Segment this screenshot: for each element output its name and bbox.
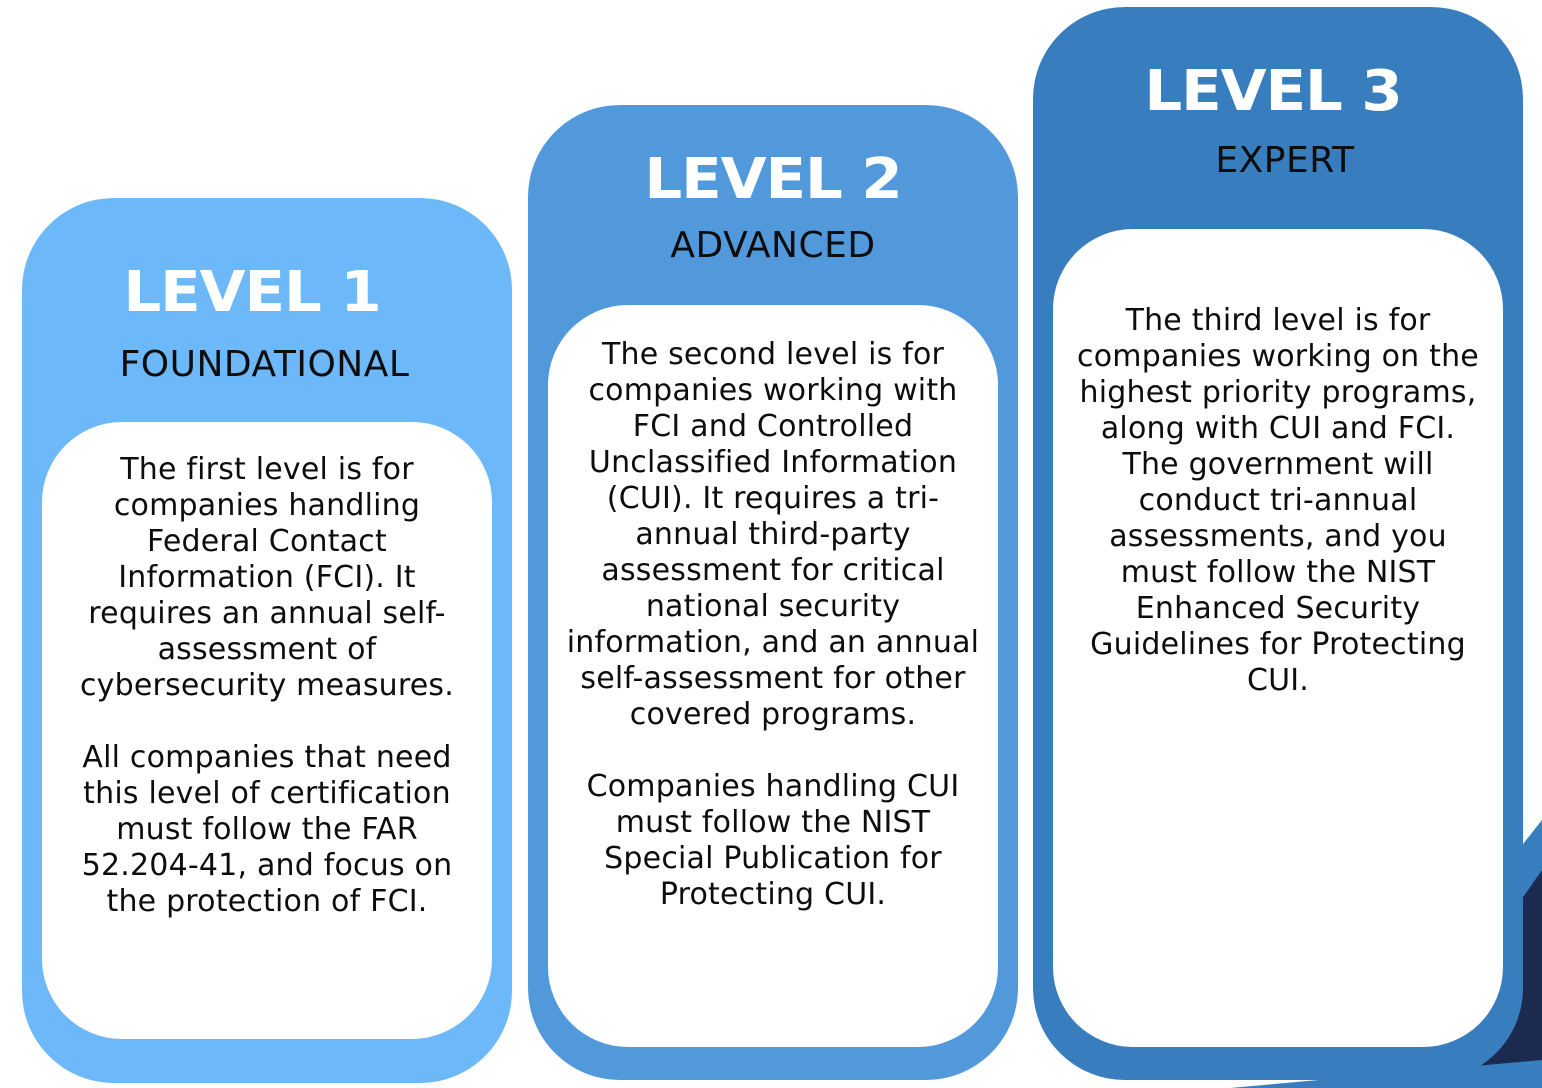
level-1-card: LEVEL 1 FOUNDATIONAL The first level is … bbox=[22, 198, 512, 1083]
level-2-title: LEVEL 2 bbox=[644, 147, 902, 212]
level-1-subtitle: FOUNDATIONAL bbox=[119, 344, 410, 385]
level-2-description-panel: The second level is for companies workin… bbox=[548, 305, 998, 1047]
level-3-description: The third level is for companies working… bbox=[1077, 303, 1479, 698]
level-1-requirement: All companies that need this level of ce… bbox=[81, 740, 453, 919]
level-2-requirement: Companies handling CUI must follow the N… bbox=[586, 769, 960, 912]
level-1-title: LEVEL 1 bbox=[123, 260, 381, 325]
level-3-card: LEVEL 3 EXPERT The third level is for co… bbox=[1033, 7, 1523, 1080]
level-2-card: LEVEL 2 ADVANCED The second level is for… bbox=[528, 105, 1018, 1080]
level-2-description: The second level is for companies workin… bbox=[566, 337, 980, 732]
level-1-description: The first level is for companies handlin… bbox=[79, 452, 454, 703]
level-3-title: LEVEL 3 bbox=[1144, 59, 1402, 124]
level-2-subtitle: ADVANCED bbox=[670, 225, 876, 266]
level-1-description-panel: The first level is for companies handlin… bbox=[42, 422, 492, 1039]
level-3-subtitle: EXPERT bbox=[1215, 140, 1355, 181]
level-3-description-panel: The third level is for companies working… bbox=[1053, 229, 1503, 1047]
